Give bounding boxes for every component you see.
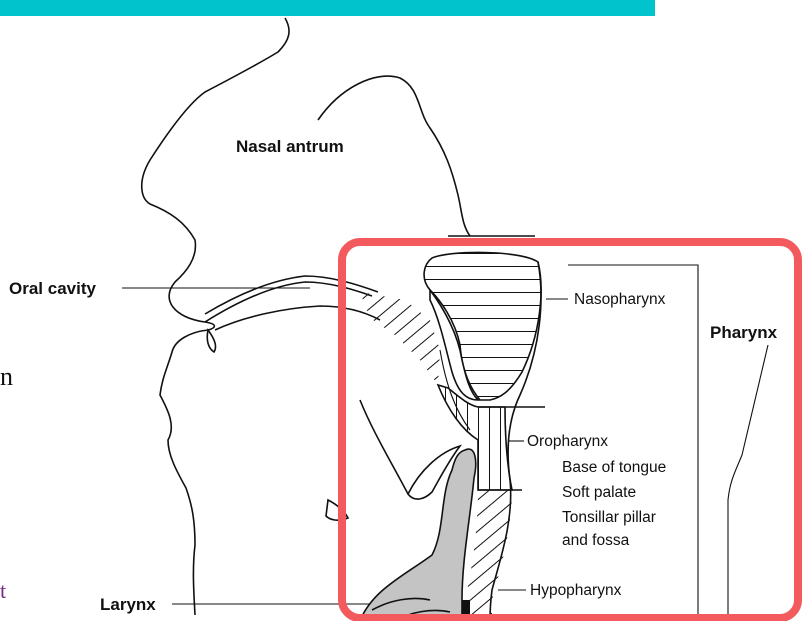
label-oropharynx: Oropharynx: [527, 433, 608, 450]
label-hypopharynx: Hypopharynx: [530, 582, 622, 599]
label-nasal-antrum: Nasal antrum: [236, 137, 344, 156]
edge-glyph-n: n: [0, 362, 13, 391]
highlight-box: [342, 242, 798, 618]
oral-hatch: [360, 292, 440, 385]
lips-outline: [207, 330, 215, 352]
label-and-fossa: and fossa: [562, 532, 630, 549]
label-nasopharynx: Nasopharynx: [574, 291, 666, 308]
label-tonsillar-pillar: Tonsillar pillar: [562, 509, 656, 526]
label-oral-cavity: Oral cavity: [9, 279, 96, 298]
label-larynx: Larynx: [100, 595, 156, 614]
hypopharynx-region: [465, 490, 512, 621]
label-pharynx: Pharynx: [710, 323, 778, 342]
epiglottis-grey: [360, 449, 476, 621]
label-soft-palate: Soft palate: [562, 484, 636, 501]
pharynx-pointer: [728, 345, 768, 621]
edge-glyph-t: t: [0, 578, 6, 603]
label-base-of-tongue: Base of tongue: [562, 459, 666, 476]
tongue-outline: [360, 400, 408, 494]
header-bar: [0, 0, 655, 16]
nasal-cavity-outline: [318, 76, 470, 236]
oral-lining: [215, 306, 380, 330]
